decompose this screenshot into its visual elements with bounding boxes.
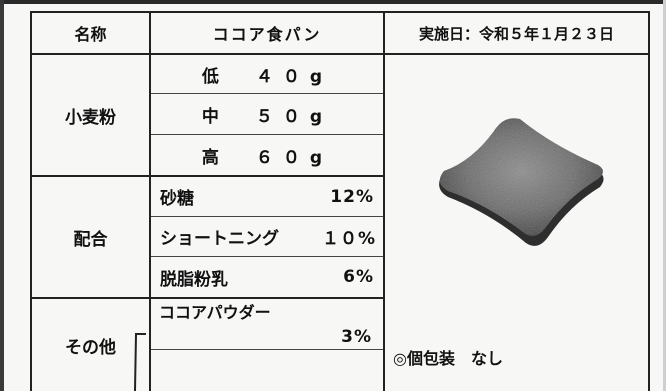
cocoa-name: ココアパウダー bbox=[159, 303, 271, 322]
row-line-mix-end bbox=[30, 297, 383, 299]
flour-label: 小麦粉 bbox=[65, 107, 116, 128]
mix-item-milk-name: 脱脂粉乳 bbox=[160, 269, 228, 290]
product-name: ココア食パン bbox=[212, 25, 322, 44]
recipe-table bbox=[30, 11, 650, 391]
date-text: 実施日：令和５年１月２３日 bbox=[418, 24, 614, 43]
mix-item-shortening-name: ショートニング bbox=[160, 229, 279, 249]
row-line-other-1 bbox=[151, 349, 383, 350]
name-label: 名称 bbox=[74, 25, 107, 44]
flour-mid: 中 ５０g bbox=[201, 106, 333, 127]
bread-image bbox=[439, 118, 604, 246]
cocoa-value: 3% bbox=[341, 327, 372, 347]
mix-label: 配合 bbox=[73, 229, 108, 250]
other-label: その他 bbox=[65, 337, 116, 358]
packaging-note: ◎個包装 なし bbox=[393, 349, 503, 368]
flour-low: 低 ４０g bbox=[201, 66, 333, 87]
col-divider-2 bbox=[383, 11, 385, 391]
mix-item-sugar-name: 砂糖 bbox=[160, 189, 194, 209]
row-line-flour-2 bbox=[151, 134, 383, 135]
row-line-mix-1 bbox=[151, 216, 383, 217]
row-line-header bbox=[30, 53, 650, 55]
scan-top-edge bbox=[0, 0, 666, 4]
mix-item-shortening-value: １０% bbox=[321, 229, 376, 249]
mix-item-sugar-value: 12% bbox=[330, 186, 374, 207]
scan-right-edge bbox=[663, 0, 666, 391]
col-divider-1 bbox=[149, 11, 151, 391]
bracket-mark bbox=[134, 333, 146, 391]
scan-left-edge bbox=[0, 0, 4, 391]
flour-high: 高 ６０g bbox=[201, 147, 333, 168]
row-line-flour-end bbox=[30, 175, 383, 177]
mix-item-milk-value: 6% bbox=[343, 267, 374, 287]
row-line-mix-2 bbox=[151, 256, 383, 257]
row-line-flour-1 bbox=[151, 93, 383, 94]
